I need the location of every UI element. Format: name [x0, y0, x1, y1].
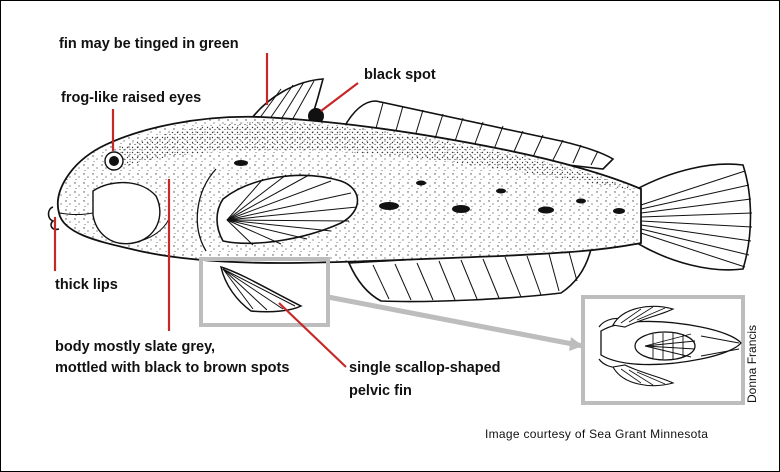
artist-signature: Donna Francis — [745, 325, 759, 403]
label-black-spot: black spot — [364, 65, 436, 85]
label-body-line1: body mostly slate grey, — [55, 337, 215, 357]
image-credit: Image courtesy of Sea Grant Minnesota — [485, 427, 708, 441]
caudal-fin — [637, 164, 752, 270]
underside-inset — [583, 297, 743, 403]
label-thick-lips: thick lips — [55, 275, 118, 295]
label-raised-eyes: frog-like raised eyes — [61, 88, 201, 108]
leader-black-spot — [321, 83, 358, 111]
label-pelvic-line1: single scallop-shaped — [349, 358, 501, 378]
label-body-line2: mottled with black to brown spots — [55, 358, 289, 378]
pelvic-fin — [221, 267, 301, 312]
callout-connector — [328, 297, 583, 346]
label-pelvic-line2: pelvic fin — [349, 381, 412, 401]
label-fin-green: fin may be tinged in green — [59, 34, 239, 54]
